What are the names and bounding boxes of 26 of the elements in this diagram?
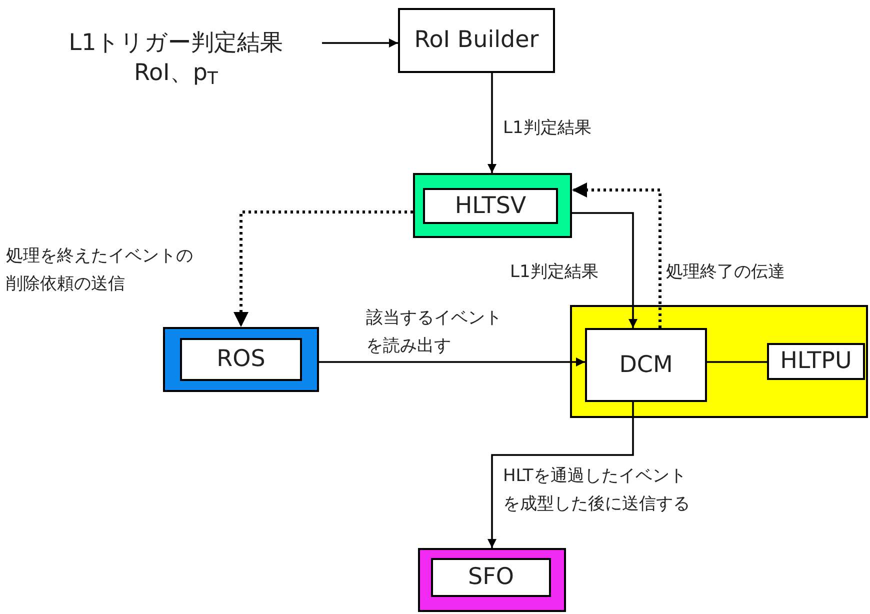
connector-line <box>707 361 767 363</box>
process-box <box>767 343 865 380</box>
input-text: RoI、p$_{T}$ <box>134 59 218 88</box>
box-label: ROS <box>216 348 266 371</box>
dcm-group-panel <box>570 305 868 418</box>
box-label: HLTPU <box>780 350 852 373</box>
arrow <box>488 402 634 548</box>
process-box <box>585 328 707 402</box>
process-box <box>398 8 555 73</box>
box-label: SFO <box>468 566 514 589</box>
process-box <box>180 338 302 381</box>
box-label: DCM <box>619 354 673 376</box>
box-label: RoI Builder <box>414 29 539 52</box>
arrow <box>319 358 585 366</box>
ros-frame <box>163 327 319 392</box>
box-label: HLTSV <box>454 194 526 218</box>
sfo-frame <box>418 548 566 612</box>
arrow <box>322 38 398 48</box>
input-text: L1トリガー判定結果 <box>68 29 284 58</box>
hltsv-frame <box>413 173 572 238</box>
dotted-arrow <box>234 210 413 327</box>
arrow <box>572 212 638 328</box>
process-box <box>431 558 551 597</box>
arrow <box>488 73 496 173</box>
process-box <box>423 188 558 224</box>
dotted-arrow <box>572 182 662 328</box>
